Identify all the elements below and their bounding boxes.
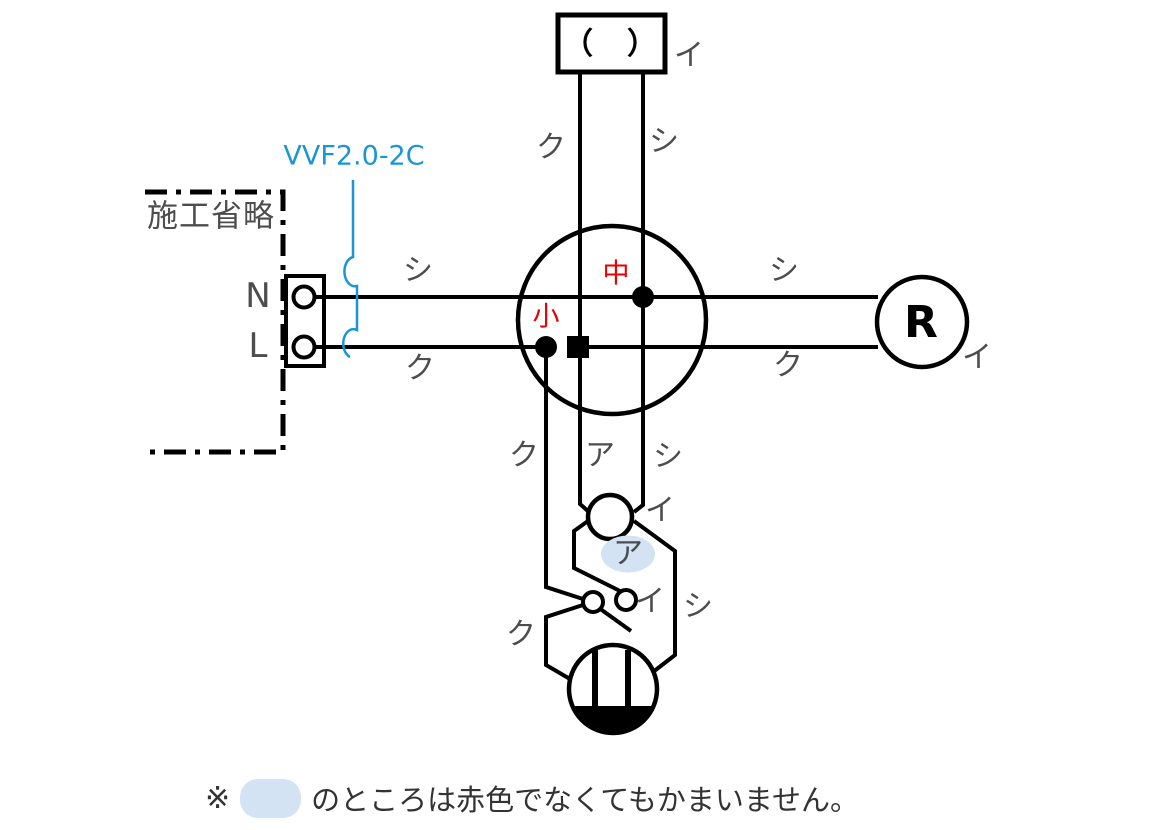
circuit-label-receptacle: イ — [962, 340, 992, 375]
wire-label-neutral-right: シ — [769, 253, 799, 288]
junction-box-circle — [515, 223, 709, 417]
sleeve-joint-medium — [632, 286, 654, 308]
sleeve-label-medium: 中 — [602, 258, 630, 290]
lamp-receptacle-circle — [874, 274, 970, 370]
cable-label: VVF2.0-2C — [283, 140, 425, 172]
terminal-l-circle — [291, 334, 317, 360]
wire-label-leg-black: ク — [536, 130, 566, 165]
terminal-n-label: N — [245, 276, 271, 316]
wire-label-down-white: シ — [653, 439, 683, 474]
switch-common-terminal — [581, 590, 605, 614]
lamp-receptacle-symbol: R — [904, 297, 938, 348]
pilot-lamp-circle — [585, 492, 635, 542]
omission-boundary-box — [143, 189, 286, 455]
ceiling-light-box — [555, 12, 668, 75]
wire-label-down-black: ク — [509, 438, 539, 473]
footnote-highlight-swatch — [240, 778, 302, 818]
wire-label-outlet-black: ク — [506, 617, 536, 652]
wire-red-to-pilot — [578, 358, 591, 514]
terminal-n-circle — [291, 284, 317, 310]
wire-label-leg-white: シ — [649, 124, 679, 159]
omission-label: 施工省略 — [147, 198, 275, 235]
wire-label-pilot-switch-red: ア — [613, 536, 643, 571]
wire-red-pilot-to-switch — [572, 519, 621, 593]
wire-label-live-right: ク — [773, 348, 803, 383]
wire-black-to-switch — [544, 357, 584, 601]
push-in-connector — [567, 336, 589, 358]
circuit-label-switch: イ — [635, 584, 665, 619]
circuit-label-top-light: イ — [674, 38, 704, 73]
terminal-l-label: L — [248, 326, 268, 366]
wire-label-down-red: ア — [585, 438, 615, 473]
wire-black-to-outlet — [544, 603, 584, 681]
wire-label-live-left: ク — [405, 351, 435, 386]
switch-lever — [597, 606, 633, 633]
wire-label-neutral-left: シ — [403, 253, 433, 288]
wire-white-pl-to-outlet — [632, 519, 677, 674]
wire-leg-white-down — [632, 74, 645, 514]
circuit-label-pilot-lamp: イ — [645, 493, 675, 528]
wire-label-switch-white: シ — [683, 589, 713, 624]
footnote-text: のところは赤色でなくてもかまいません。 — [311, 783, 859, 817]
sleeve-label-small: 小 — [532, 301, 560, 333]
cable-span-marker — [341, 180, 359, 359]
red-optional-highlight — [601, 535, 655, 573]
switch-load-terminal — [614, 588, 638, 612]
footnote-mark: ※ — [205, 780, 231, 816]
footnote: ※ のところは赤色でなくてもかまいません。 — [205, 778, 859, 818]
ceiling-light-symbol: （ ） — [563, 27, 659, 62]
sleeve-joint-small — [535, 336, 557, 358]
